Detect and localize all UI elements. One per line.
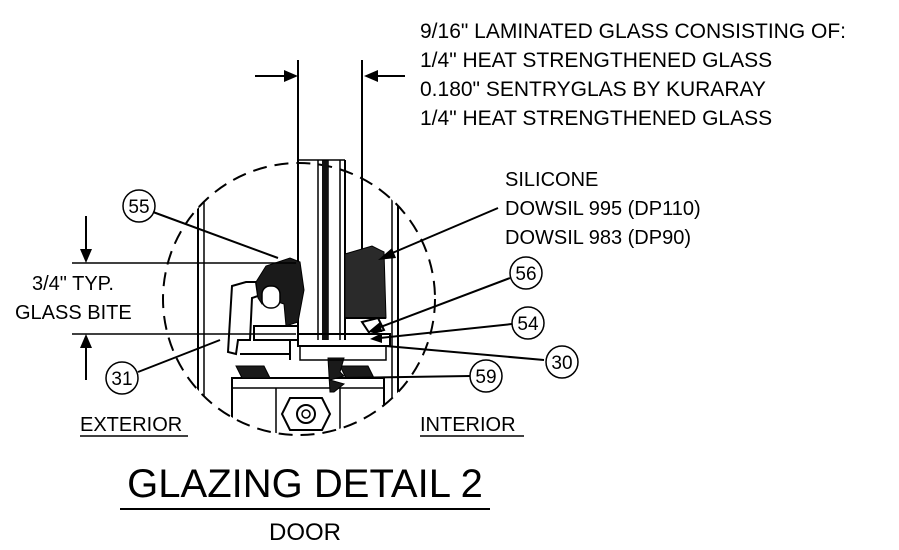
glass-note-line-3: 0.180" SENTRYGLAS BY KURARAY [420,78,766,101]
glass-note: 9/16" LAMINATED GLASS CONSISTING OF: 1/4… [420,20,846,130]
laminated-glass [297,60,363,340]
interior-label: INTERIOR [420,414,516,436]
silicone-note-line-3: DOWSIL 983 (DP90) [505,227,691,249]
callout-31: 31 [105,361,139,395]
glass-note-line-2: 1/4" HEAT STRENGTHENED GLASS [420,49,772,72]
detail-subtitle: DOOR [269,519,341,546]
bite-note-line-1: 3/4" TYP. [32,273,114,295]
callout-56-label: 56 [515,264,536,285]
interior-base [297,258,399,361]
glass-bite-dimension [72,216,296,380]
bite-note-line-2: GLASS BITE [15,302,132,324]
silicone-note-line-1: SILICONE [505,169,598,191]
silicone-note: SILICONE DOWSIL 995 (DP110) DOWSIL 983 (… [505,169,701,249]
glass-note-line-4: 1/4" HEAT STRENGTHENED GLASS [420,107,772,130]
silicone-bead [344,245,387,319]
silicone-note-line-2: DOWSIL 995 (DP110) [505,198,701,220]
callout-54: 54 [511,306,545,340]
leader-lines [137,207,545,379]
callout-30: 30 [545,345,579,379]
callout-31-label: 31 [111,369,132,390]
exterior-label: EXTERIOR [80,414,182,436]
callout-54-label: 54 [517,314,539,335]
glass-note-line-1: 9/16" LAMINATED GLASS CONSISTING OF: [420,20,846,43]
callout-59: 59 [469,359,503,393]
callout-55: 55 [122,189,156,223]
callout-56: 56 [509,256,543,290]
callout-30-label: 30 [551,353,572,374]
callout-59-label: 59 [475,367,496,388]
bite-note: 3/4" TYP. GLASS BITE [15,273,132,324]
callout-55-label: 55 [128,197,149,218]
detail-title: GLAZING DETAIL 2 [127,462,483,506]
exterior-stop [226,257,305,360]
glass-thickness-dimension [255,70,405,82]
